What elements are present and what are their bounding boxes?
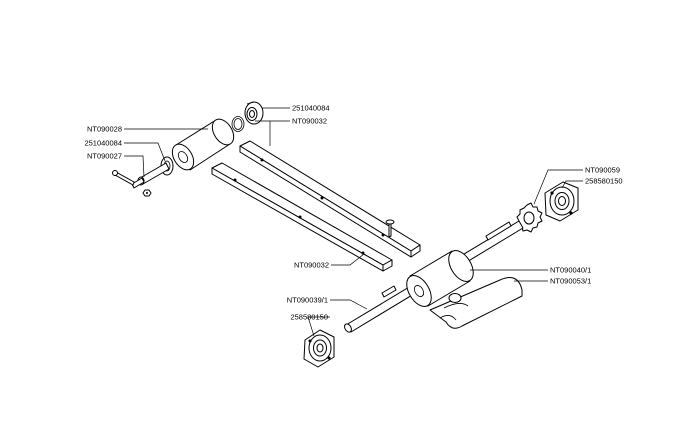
leader-lines xyxy=(124,107,583,337)
callout-label: NT090027 xyxy=(87,152,122,161)
callout-label: NT090032 xyxy=(292,117,327,126)
slat-screw xyxy=(385,219,395,238)
callout-label: NT090040/1 xyxy=(550,266,591,275)
flange-bearing-right xyxy=(544,181,579,222)
flange-bearing-left xyxy=(303,329,335,368)
bearing-ring-top xyxy=(244,101,264,125)
callout-label: 258580150 xyxy=(290,313,328,322)
callout-label: NT090053/1 xyxy=(550,277,591,286)
callout-label: NT090028 xyxy=(87,125,122,134)
callout-label: NT090059 xyxy=(585,166,620,175)
slat-upper xyxy=(239,140,421,258)
circlip xyxy=(231,116,245,132)
callout-label: 251040084 xyxy=(292,104,330,113)
roller-drum-lower xyxy=(406,250,474,307)
roller-cover xyxy=(429,277,523,329)
callout-label: NT090032 xyxy=(294,261,329,270)
callout-label: NT090039/1 xyxy=(287,296,328,305)
drive-shaft-short xyxy=(131,162,170,189)
callout-label: 258580150 xyxy=(585,177,623,186)
bolt-and-nut xyxy=(112,170,152,197)
sprocket xyxy=(516,202,543,233)
callout-label: 251040084 xyxy=(84,139,122,148)
slat-lower xyxy=(211,162,393,272)
roller-drum xyxy=(171,118,235,171)
